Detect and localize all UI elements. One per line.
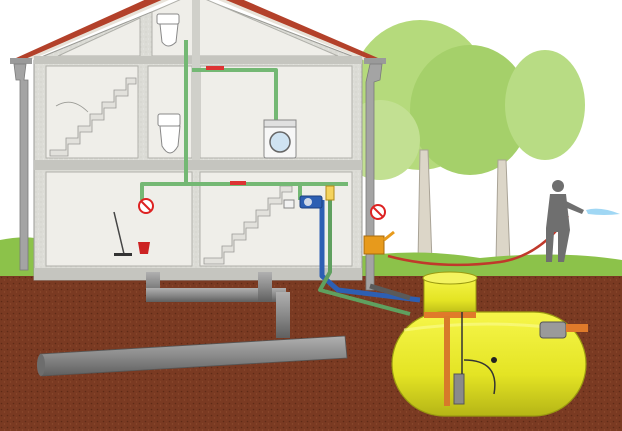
broom-icon — [113, 211, 132, 256]
rainwater-pipes — [318, 200, 421, 316]
float-switch — [491, 357, 497, 363]
house — [16, 0, 378, 281]
floor-slab-1 — [34, 160, 362, 170]
sewer-main-end — [37, 354, 45, 376]
ground-slab — [34, 268, 362, 280]
drain-down — [276, 292, 290, 338]
submersible-pump — [453, 373, 465, 405]
drain-stub-right — [258, 272, 272, 302]
toilet-icon — [156, 13, 180, 47]
room-staircase-upper — [45, 65, 139, 159]
staircase-upper — [49, 77, 137, 157]
pipe-tag — [230, 181, 246, 185]
trees — [340, 20, 585, 263]
downpipe-left — [13, 63, 29, 271]
watering-can-icon — [363, 230, 395, 255]
pump-icon — [283, 195, 323, 209]
tank-body — [391, 311, 587, 417]
toilet-icon — [157, 113, 181, 154]
filter-icon — [325, 185, 335, 201]
gutter-system — [10, 58, 386, 291]
pipe-tag — [206, 66, 224, 70]
gardener-icon — [546, 180, 584, 262]
room-ground-left — [45, 171, 193, 267]
service-shaft — [192, 0, 200, 160]
overflow-pipe — [566, 324, 588, 332]
pump-cable — [461, 312, 496, 395]
inlet-fitting — [424, 312, 476, 318]
bucket-icon — [138, 242, 150, 254]
washing-machine-icon — [263, 119, 297, 159]
downpipe-right — [365, 63, 383, 291]
inlet-riser — [444, 316, 450, 406]
sewer-pipes — [37, 272, 348, 377]
no-drinking-sign-icon — [138, 198, 154, 214]
gutter-right — [364, 58, 386, 64]
rainwater-tank — [391, 271, 588, 417]
tree-foliage — [505, 50, 585, 160]
overflow-siphon — [539, 321, 567, 339]
gutter-left — [10, 58, 32, 64]
drain-horizontal — [146, 288, 286, 302]
water-spray — [586, 208, 620, 215]
tree-foliage — [410, 45, 530, 175]
staircase-ground — [203, 185, 293, 265]
roof — [16, 0, 378, 62]
tank-lid — [422, 271, 478, 285]
no-drinking-sign-icon — [370, 204, 386, 220]
pipe-tags — [206, 66, 246, 185]
roof-fascia — [21, 0, 373, 64]
